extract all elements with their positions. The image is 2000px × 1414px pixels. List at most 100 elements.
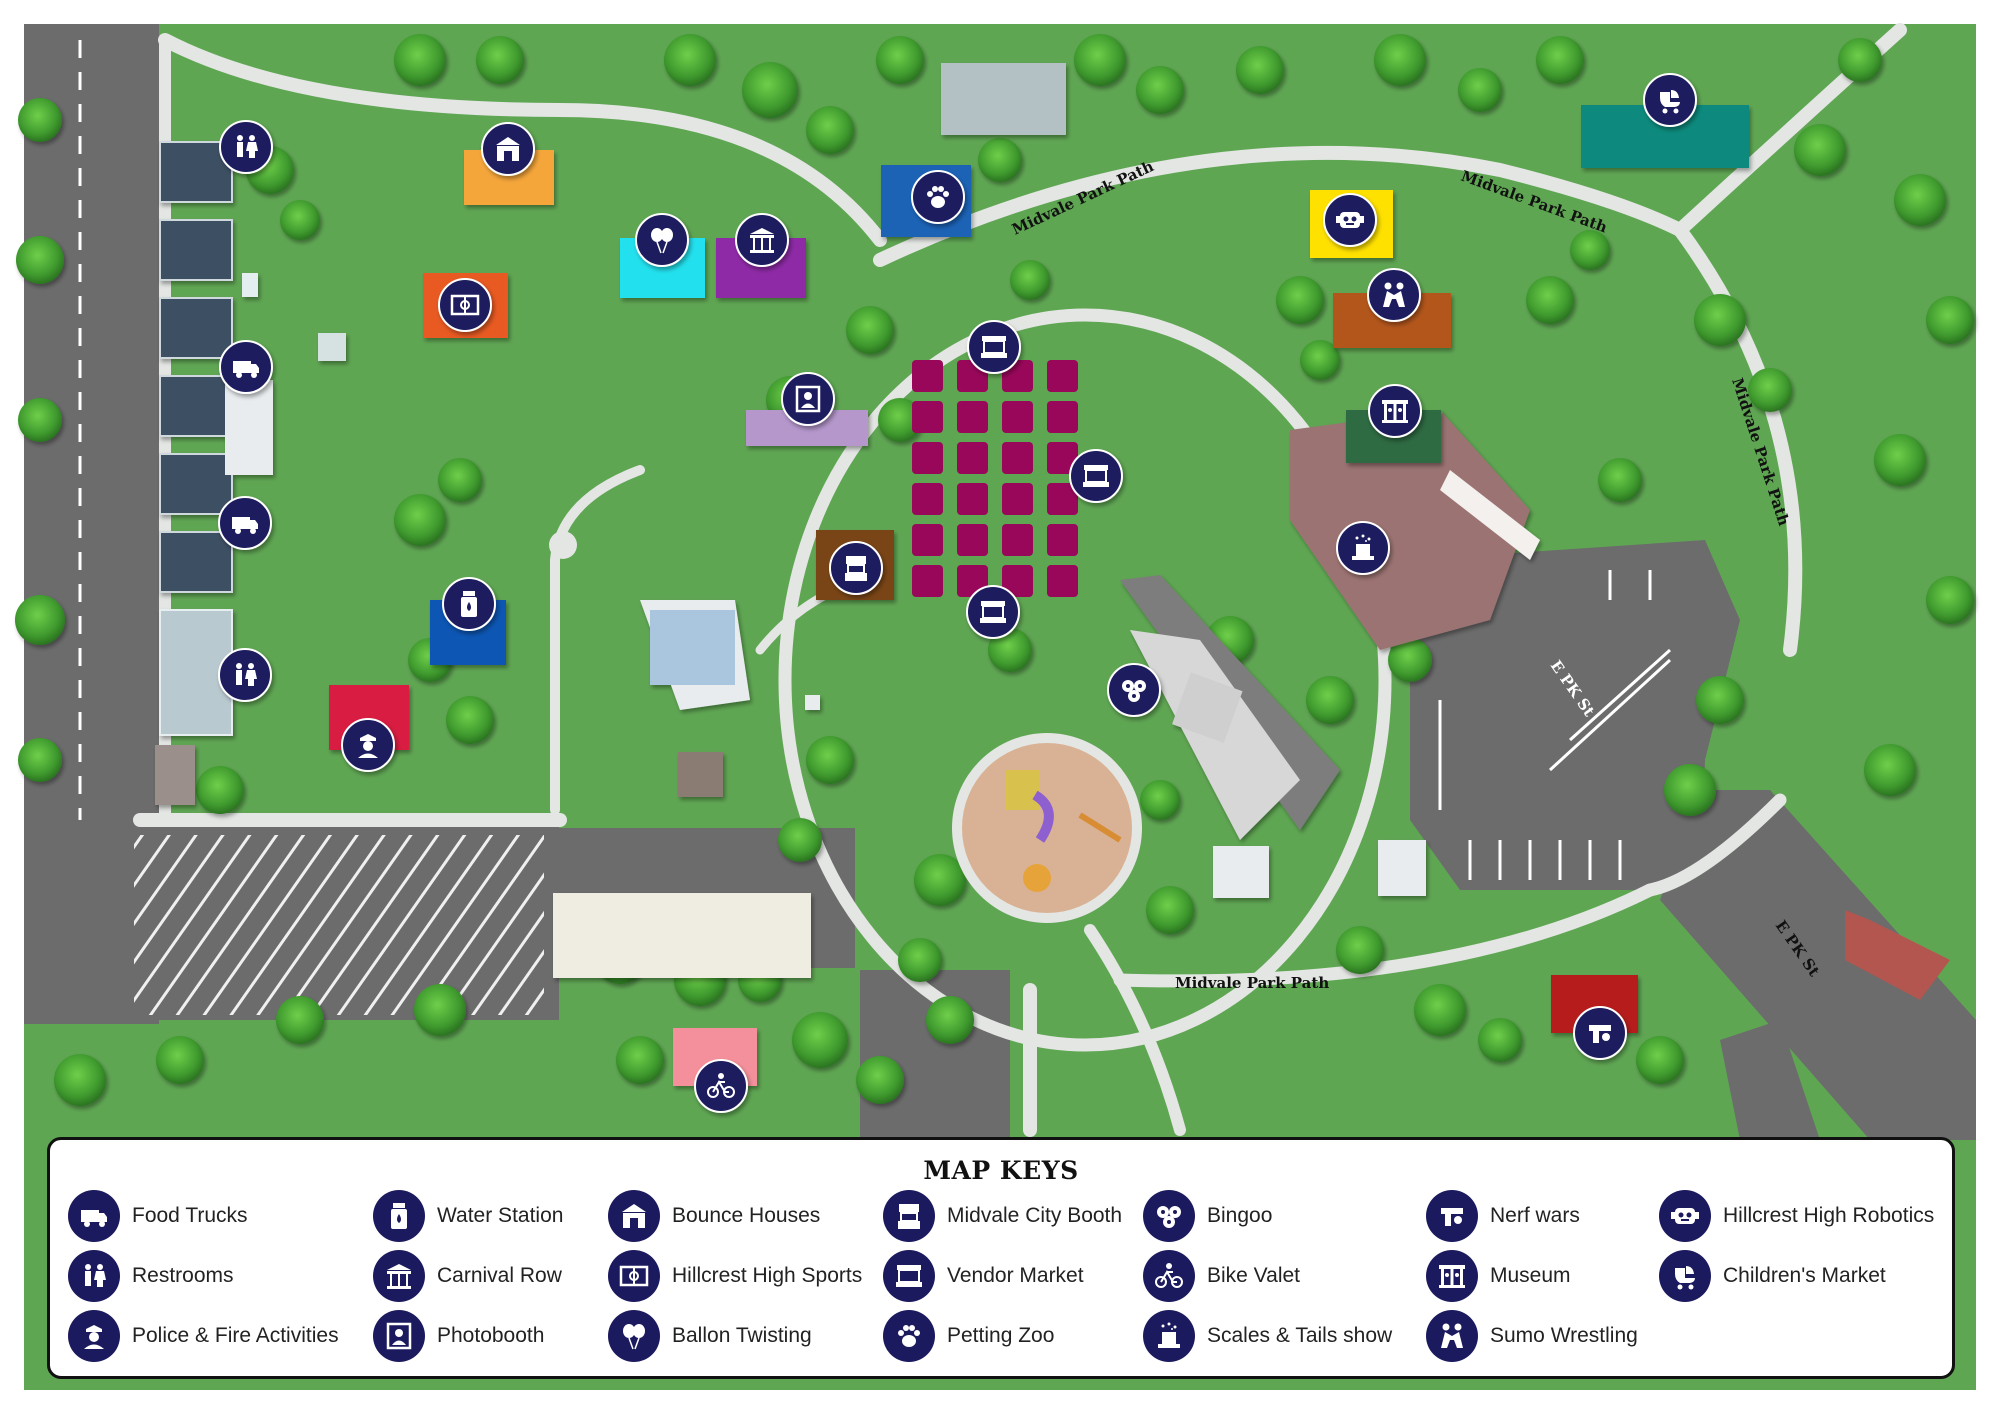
restroom-icon[interactable] bbox=[218, 648, 272, 702]
legend-item: Water Station bbox=[373, 1188, 563, 1244]
seat-block bbox=[1047, 565, 1078, 597]
legend-item-label: Nerf wars bbox=[1490, 1204, 1580, 1227]
seat-block bbox=[1002, 401, 1033, 433]
seat-block bbox=[1047, 401, 1078, 433]
food-truck-icon[interactable] bbox=[218, 496, 272, 550]
seat-block bbox=[957, 524, 988, 556]
legend-item: Scales & Tails show bbox=[1143, 1308, 1392, 1364]
legend-item-label: Sumo Wrestling bbox=[1490, 1324, 1638, 1347]
legend-item: Museum bbox=[1426, 1248, 1571, 1304]
bounce-house-icon[interactable] bbox=[481, 122, 535, 176]
legend-item: Bounce Houses bbox=[608, 1188, 820, 1244]
wrestling-icon[interactable] bbox=[1367, 268, 1421, 322]
city-booth-icon[interactable] bbox=[829, 541, 883, 595]
legend-item: Vendor Market bbox=[883, 1248, 1084, 1304]
legend-item-label: Hillcrest High Robotics bbox=[1723, 1204, 1935, 1227]
seat-block bbox=[957, 401, 988, 433]
vendor-icon[interactable] bbox=[1069, 449, 1123, 503]
legend-title: MAP KEYS bbox=[923, 1156, 1079, 1185]
bingo-icon[interactable] bbox=[1107, 663, 1161, 717]
legend-item: Nerf wars bbox=[1426, 1188, 1580, 1244]
legend-item-label: Midvale City Booth bbox=[947, 1204, 1123, 1227]
map-markers bbox=[218, 73, 1697, 1113]
legend-item-label: Vendor Market bbox=[947, 1264, 1084, 1287]
legend-item: Sumo Wrestling bbox=[1426, 1308, 1638, 1364]
balloon-icon[interactable] bbox=[635, 213, 689, 267]
seat-block bbox=[1047, 483, 1078, 515]
legend-item-label: Ballon Twisting bbox=[672, 1324, 812, 1347]
stroller-icon bbox=[1659, 1250, 1711, 1302]
seat-block bbox=[957, 483, 988, 515]
seat-block bbox=[912, 524, 943, 556]
seat-block bbox=[912, 360, 943, 392]
nerf-icon[interactable] bbox=[1573, 1006, 1627, 1060]
legend-item-label: Bike Valet bbox=[1207, 1264, 1300, 1287]
paw-icon bbox=[883, 1310, 935, 1362]
carousel-icon bbox=[373, 1250, 425, 1302]
legend-item-label: Photobooth bbox=[437, 1324, 545, 1347]
legend-item: Hillcrest High Robotics bbox=[1659, 1188, 1934, 1244]
paw-icon[interactable] bbox=[911, 170, 965, 224]
water-station-icon[interactable] bbox=[442, 577, 496, 631]
magic-hat-icon bbox=[1143, 1310, 1195, 1362]
seat-block bbox=[957, 442, 988, 474]
seat-block bbox=[1002, 524, 1033, 556]
restroom-icon bbox=[68, 1250, 120, 1302]
buildings bbox=[155, 141, 1540, 978]
bike-icon[interactable] bbox=[694, 1059, 748, 1113]
city-booth-icon bbox=[883, 1190, 935, 1242]
legend-item-label: Hillcrest High Sports bbox=[672, 1264, 863, 1287]
seat-block bbox=[912, 442, 943, 474]
legend-item: Ballon Twisting bbox=[608, 1308, 812, 1364]
food-truck-icon[interactable] bbox=[219, 340, 273, 394]
legend-item: Petting Zoo bbox=[883, 1308, 1054, 1364]
restroom-icon[interactable] bbox=[219, 120, 273, 174]
vendor-icon[interactable] bbox=[967, 320, 1021, 374]
path-label: Midvale Park Path bbox=[1175, 974, 1329, 992]
sports-field-icon bbox=[608, 1250, 660, 1302]
legend-item: Children's Market bbox=[1659, 1248, 1886, 1304]
bounce-house-icon bbox=[608, 1190, 660, 1242]
police-icon bbox=[68, 1310, 120, 1362]
legend-item-label: Scales & Tails show bbox=[1207, 1324, 1393, 1347]
vendor-icon[interactable] bbox=[966, 585, 1020, 639]
seat-block bbox=[912, 401, 943, 433]
seat-block bbox=[1002, 442, 1033, 474]
bike-icon bbox=[1143, 1250, 1195, 1302]
seat-block bbox=[1047, 360, 1078, 392]
legend-item: Carnival Row bbox=[373, 1248, 562, 1304]
legend-item-label: Children's Market bbox=[1723, 1264, 1886, 1287]
robot-icon[interactable] bbox=[1323, 193, 1377, 247]
legend-item-label: Bingoo bbox=[1207, 1204, 1273, 1227]
robot-icon bbox=[1659, 1190, 1711, 1242]
legend-item-label: Restrooms bbox=[132, 1264, 234, 1287]
magic-hat-icon[interactable] bbox=[1336, 521, 1390, 575]
food-truck-icon bbox=[68, 1190, 120, 1242]
legend-item-label: Water Station bbox=[437, 1204, 564, 1227]
seat-block bbox=[1002, 483, 1033, 515]
seat-block bbox=[1047, 442, 1078, 474]
wrestling-icon bbox=[1426, 1310, 1478, 1362]
balloon-icon bbox=[608, 1310, 660, 1362]
nerf-icon bbox=[1426, 1190, 1478, 1242]
legend-item-label: Bounce Houses bbox=[672, 1204, 821, 1227]
legend-item-label: Police & Fire Activities bbox=[132, 1324, 339, 1347]
parking-lines bbox=[1438, 570, 1672, 880]
police-icon[interactable] bbox=[341, 718, 395, 772]
carousel-icon[interactable] bbox=[735, 213, 789, 267]
legend-item: Hillcrest High Sports bbox=[608, 1248, 862, 1304]
legend-item-label: Museum bbox=[1490, 1264, 1571, 1287]
vendor-icon bbox=[883, 1250, 935, 1302]
photobooth-icon[interactable] bbox=[781, 372, 835, 426]
bingo-icon bbox=[1143, 1190, 1195, 1242]
museum-icon[interactable] bbox=[1368, 384, 1422, 438]
legend-item: Food Trucks bbox=[68, 1188, 248, 1244]
water-station-icon bbox=[373, 1190, 425, 1242]
playground bbox=[952, 733, 1142, 923]
sports-field-icon[interactable] bbox=[438, 278, 492, 332]
seat-block bbox=[912, 565, 943, 597]
stroller-icon[interactable] bbox=[1643, 73, 1697, 127]
seat-block bbox=[1047, 524, 1078, 556]
legend-item-label: Carnival Row bbox=[437, 1264, 562, 1287]
